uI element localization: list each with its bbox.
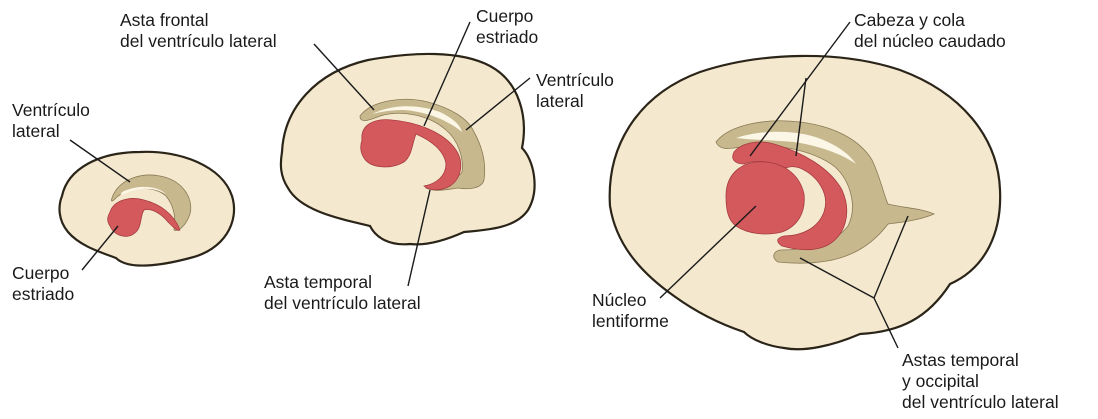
label-large-horns: Astas temporal y occipital del ventrícul… xyxy=(902,350,1059,413)
label-line: Núcleo xyxy=(592,290,669,311)
label-mid-temporal-horn: Asta temporal del ventrículo lateral xyxy=(264,272,421,314)
label-mid-striatum: Cuerpo estriado xyxy=(476,6,538,48)
label-small-ventricle: Ventrículo lateral xyxy=(12,100,90,142)
label-line: del ventrículo lateral xyxy=(902,392,1059,413)
label-line: estriado xyxy=(12,284,74,305)
label-large-caudate: Cabeza y cola del núcleo caudado xyxy=(854,10,1006,52)
label-line: Ventrículo xyxy=(536,70,614,91)
label-line: lateral xyxy=(536,91,614,112)
label-line: del ventrículo lateral xyxy=(264,293,421,314)
label-line: Ventrículo xyxy=(12,100,90,121)
label-line: estriado xyxy=(476,27,538,48)
label-mid-ventricle: Ventrículo lateral xyxy=(536,70,614,112)
label-line: Cuerpo xyxy=(476,6,538,27)
label-line: Asta frontal xyxy=(120,10,277,31)
label-mid-frontal-horn: Asta frontal del ventrículo lateral xyxy=(120,10,277,52)
label-line: lateral xyxy=(12,121,90,142)
label-line: Astas temporal xyxy=(902,350,1059,371)
label-line: del núcleo caudado xyxy=(854,31,1006,52)
label-line: lentiforme xyxy=(592,311,669,332)
label-small-striatum: Cuerpo estriado xyxy=(12,263,74,305)
mid-brain xyxy=(281,54,535,244)
small-brain xyxy=(60,152,235,266)
label-line: Cuerpo xyxy=(12,263,74,284)
label-line: del ventrículo lateral xyxy=(120,31,277,52)
label-large-lentiform: Núcleo lentiforme xyxy=(592,290,669,332)
label-line: Cabeza y cola xyxy=(854,10,1006,31)
label-line: y occipital xyxy=(902,371,1059,392)
label-line: Asta temporal xyxy=(264,272,421,293)
